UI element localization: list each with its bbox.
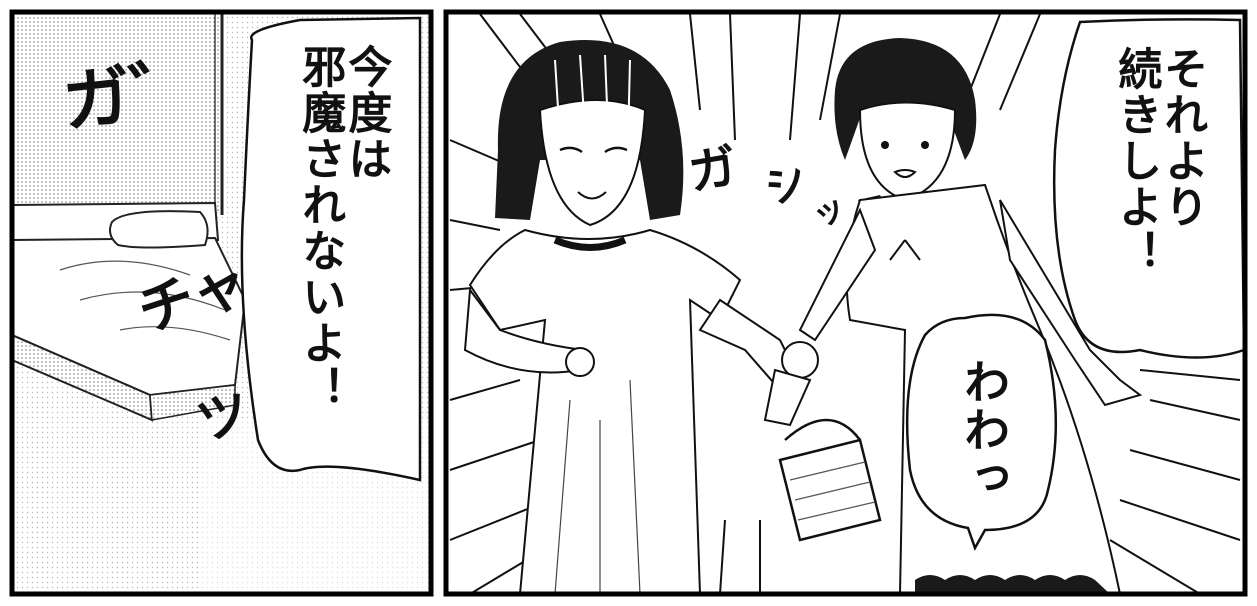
right-panel <box>446 12 1245 594</box>
left-panel-border <box>9 9 434 597</box>
sfx-ga-left-mark: ゛ <box>126 50 203 136</box>
left-speech-text: 今度は 邪魔されないよ！ <box>294 44 392 412</box>
sfx-ga-left: ガ゛ <box>57 33 203 146</box>
right-panel-border <box>443 9 1248 597</box>
holding-hands <box>763 341 819 427</box>
right-bottom-speech-text: わわっ <box>957 358 1012 502</box>
girl-figure <box>463 40 802 594</box>
basket <box>778 418 882 542</box>
right-top-speech-text: それより 続きしよ！ <box>1110 46 1208 276</box>
sfx-ga-left-char: ガ <box>58 57 135 143</box>
left-panel <box>12 12 431 594</box>
